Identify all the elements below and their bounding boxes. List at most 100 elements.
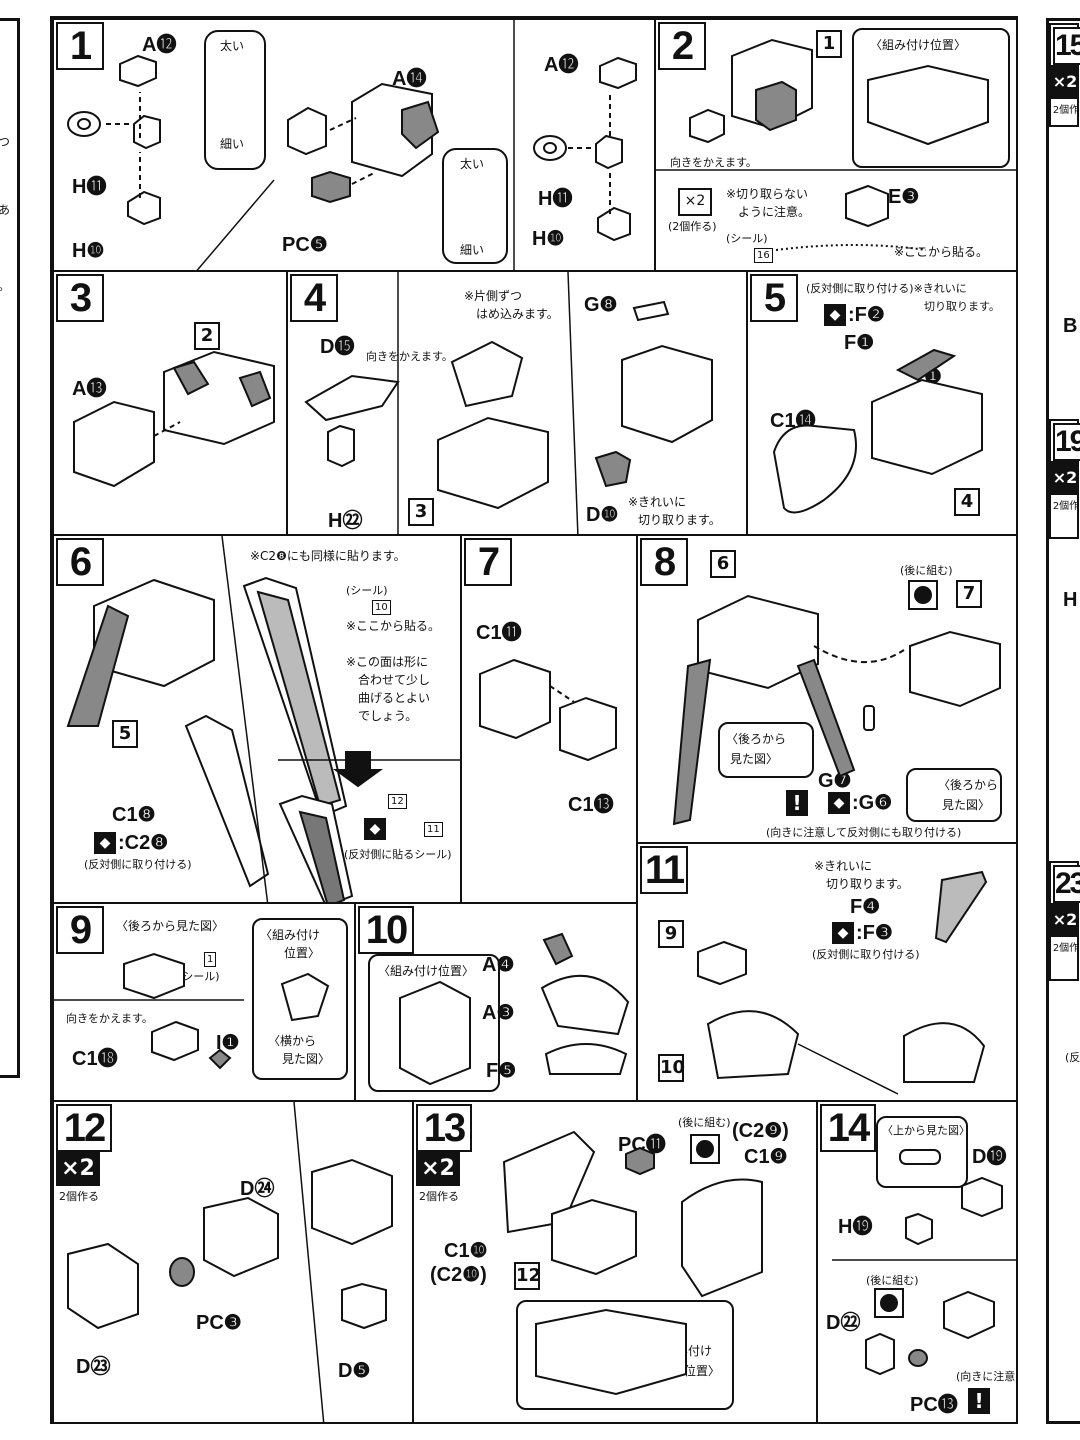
step-1-panel: 1 A⓬ H⓫ H❿ A⓮ PC❺ A⓬ H⓫ H❿ 太い 細い 太い 細い bbox=[52, 18, 656, 272]
mirror-part-label: :C2❽ bbox=[118, 832, 169, 854]
step-number: 19 bbox=[1053, 423, 1080, 461]
mirror-icon: ◆ bbox=[832, 922, 854, 944]
step-3-panel: 3 2 A⓭ bbox=[52, 270, 288, 536]
mirror-note: (反対側に取り付ける) bbox=[84, 858, 192, 871]
step-6-panel: 6 5 C1❽ ◆ :C2❽ (反対側に取り付ける) ※C2❽にも同様に貼ります… bbox=[52, 534, 462, 904]
back-view-callout: 〈後ろから 見た図〉 bbox=[718, 722, 814, 778]
step-reference: 4 bbox=[954, 488, 980, 516]
step-number: 5 bbox=[750, 274, 798, 322]
step-2-panel: 2 1 〈組み付け位置〉 向きをかえます。 ×2 (2個作る) ※切り取らない … bbox=[654, 18, 1018, 272]
part-label: C1⓭ bbox=[568, 794, 614, 816]
cut-note: ※切り取らない bbox=[726, 187, 809, 201]
position-title: 位置〉 bbox=[284, 946, 321, 960]
step-number: 3 bbox=[56, 274, 104, 322]
step-number: 6 bbox=[56, 538, 104, 586]
side-view-title: 〈横から bbox=[268, 1034, 317, 1048]
part-label: A❹ bbox=[482, 954, 515, 976]
top-view-title: 〈上から見た図〉 bbox=[882, 1124, 970, 1137]
step-7-illustration bbox=[479, 658, 617, 762]
turn-note: 向きをかえます。 bbox=[670, 156, 757, 169]
x2-badge: ×2 bbox=[1051, 903, 1079, 937]
step-number: 2 bbox=[658, 22, 706, 70]
step-reference: 10 bbox=[658, 1054, 685, 1082]
part-label: (C2❿) bbox=[430, 1264, 487, 1286]
bend-note: でしょう。 bbox=[358, 709, 418, 723]
part-label: PC❸ bbox=[196, 1312, 242, 1334]
step-reference: 9 bbox=[658, 920, 684, 948]
part-label: A⓮ bbox=[392, 68, 427, 90]
side-view-title: 見た図〉 bbox=[282, 1052, 331, 1066]
step-number: 9 bbox=[56, 906, 104, 954]
step-reference: 6 bbox=[710, 550, 736, 578]
thick-label: 太い bbox=[460, 157, 485, 171]
part-label: B bbox=[1063, 315, 1078, 337]
bend-note: ※この面は形に bbox=[346, 655, 429, 669]
step-7-panel: 7 C1⓫ C1⓭ bbox=[460, 534, 638, 904]
part-label: I❶ bbox=[216, 1032, 240, 1054]
x2-sub: 2個作る bbox=[59, 1190, 99, 1203]
part-label: A⓬ bbox=[544, 54, 579, 76]
back-view-callout: 〈後ろから 見た図〉 bbox=[906, 768, 1002, 822]
part-label: C1❿ bbox=[444, 1240, 488, 1262]
right-page-edge: 15 ×2 2個作 B 19 ×2 2個作 H 23 ×2 2個作 (反 bbox=[1046, 18, 1080, 1424]
left-edge-char: 。 bbox=[0, 277, 10, 294]
mirror-part-label: :F❷ bbox=[848, 304, 885, 326]
x2-badge: ×2 bbox=[678, 188, 712, 216]
thin-label: 細い bbox=[220, 137, 245, 151]
left-edge-char: あ bbox=[0, 203, 11, 217]
edge-text: (反 bbox=[1065, 1051, 1080, 1064]
part-label: D⓯ bbox=[320, 336, 355, 358]
step-reference: 1 bbox=[816, 30, 842, 58]
mirror-note: (反対側に取り付ける) bbox=[812, 948, 920, 961]
caution-icon: ! bbox=[968, 1388, 990, 1414]
part-label: A⓭ bbox=[72, 378, 107, 400]
part-label: PC❺ bbox=[282, 234, 328, 256]
part-label: PC⓫ bbox=[618, 1134, 666, 1156]
part-label: H❿ bbox=[72, 240, 105, 262]
caution-icon: ! bbox=[786, 790, 808, 816]
x2-badge: ×2 bbox=[56, 1152, 100, 1186]
mirror-icon: ◆ bbox=[824, 304, 846, 326]
step-2-illustration bbox=[656, 38, 1016, 251]
top-note: (反対側に取り付ける)※きれいに bbox=[806, 282, 967, 295]
step-3-illustration bbox=[73, 350, 275, 488]
part-label: F❹ bbox=[850, 896, 881, 918]
step-5-illustration bbox=[772, 348, 983, 514]
thick-thin-callout: 太い 細い bbox=[442, 148, 508, 264]
one-side-note: ※片側ずつ bbox=[464, 289, 523, 303]
clean-cut-note: 切り取ります。 bbox=[826, 877, 909, 891]
x2-sub: 2個作る bbox=[419, 1190, 459, 1203]
step-reference: 12 bbox=[514, 1262, 541, 1290]
part-label: H bbox=[1063, 589, 1078, 611]
x2-sub: (2個作る) bbox=[668, 220, 717, 233]
step-14-illustration bbox=[832, 1149, 1016, 1376]
part-label: A❸ bbox=[482, 1002, 515, 1024]
part-label: D㉒ bbox=[826, 1312, 861, 1334]
part-label: PC⓭ bbox=[910, 1394, 958, 1416]
part-label: H⓫ bbox=[72, 176, 107, 198]
later-icon bbox=[908, 580, 938, 610]
part-label: D㉓ bbox=[76, 1356, 111, 1378]
step-10-illustration bbox=[399, 932, 630, 1086]
part-label: D❺ bbox=[338, 1360, 371, 1382]
step-11-illustration bbox=[697, 870, 988, 1095]
thick-thin-callout: 太い 細い bbox=[204, 30, 266, 170]
later-icon bbox=[874, 1288, 904, 1318]
same-note: ※C2❽にも同様に貼ります。 bbox=[250, 549, 406, 563]
x2-sub: 2個作 bbox=[1052, 105, 1080, 116]
later-note: (後に組む) bbox=[900, 564, 953, 577]
orientation-note: (向きに注意) bbox=[956, 1370, 1018, 1383]
sticker-number: 11 bbox=[424, 822, 443, 837]
part-label: C1⓲ bbox=[72, 1048, 118, 1070]
mirror-icon: ◆ bbox=[94, 832, 116, 854]
step-12-illustration bbox=[67, 1102, 393, 1422]
mirror-part-label: :G❻ bbox=[852, 792, 893, 814]
top-note: 切り取ります。 bbox=[924, 300, 1000, 313]
step-number: 13 bbox=[416, 1104, 472, 1152]
later-note: (後に組む) bbox=[678, 1116, 731, 1129]
cut-note: ように注意。 bbox=[738, 205, 811, 219]
later-note: (後に組む) bbox=[866, 1274, 919, 1287]
sticker-number: 16 bbox=[754, 248, 773, 263]
sticker-label: (シール) bbox=[346, 584, 388, 597]
